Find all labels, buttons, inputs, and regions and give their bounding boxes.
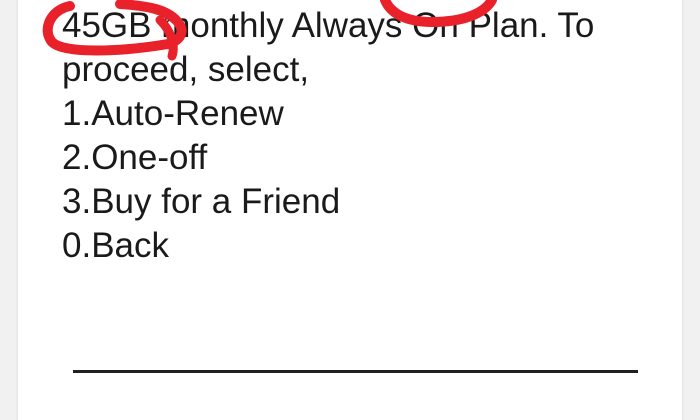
option-auto-renew: 1.Auto-Renew [62,94,284,133]
option-one-off: 2.One-off [62,138,208,177]
message-line-2: proceed, select, [62,50,310,89]
message-line-1: 45GB monthly Always On Plan. To [62,6,595,45]
option-buy-for-friend: 3.Buy for a Friend [62,182,341,221]
reply-input[interactable] [73,370,638,373]
ussd-message: 45GB monthly Always On Plan. To proceed,… [62,4,662,268]
ussd-dialog [18,0,682,420]
option-back: 0.Back [62,226,169,265]
